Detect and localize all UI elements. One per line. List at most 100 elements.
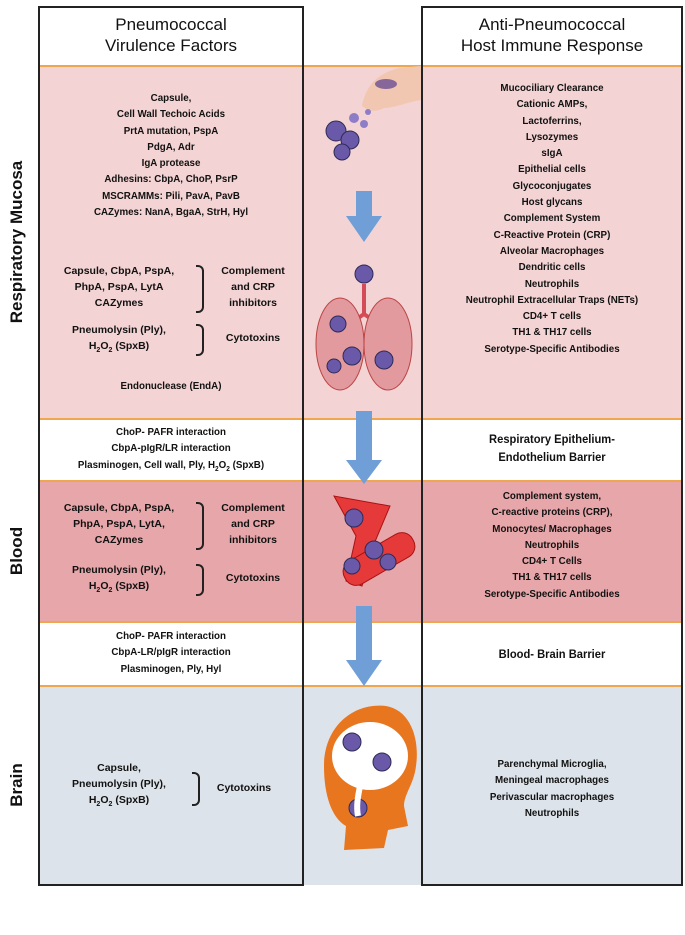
respiratory-virulence-list: Capsule, Cell Wall Techoic Acids PrtA mu… xyxy=(49,90,293,220)
blood-vessel-illustration xyxy=(333,495,416,587)
list-item: Plasminogen, Cell wall, Ply, H2O2 (SpxB) xyxy=(77,458,265,473)
list-item: H2O2 (SpxB) xyxy=(88,580,150,595)
group-label: and CRP xyxy=(231,281,275,293)
group-label: Cytotoxins xyxy=(225,572,281,584)
list-item: Glycoconjugates xyxy=(512,179,592,192)
list-item: Parenchymal Microglia, xyxy=(497,758,607,770)
group-label: Complement xyxy=(221,265,285,277)
left-header-line: Pneumococcal xyxy=(115,15,227,34)
list-item: Pneumolysin (Ply), xyxy=(72,324,166,336)
list-item: ChoP- PAFR interaction xyxy=(116,426,226,438)
list-item: H2O2 (SpxB) xyxy=(88,340,150,355)
group-label: Cytotoxins xyxy=(225,332,281,344)
brace xyxy=(192,772,200,806)
list-item: Lactoferrins, xyxy=(522,114,582,127)
list-item: Alveolar Macrophages xyxy=(499,244,605,257)
list-item: ChoP- PAFR interaction xyxy=(116,630,226,642)
list-item: CD4+ T cells xyxy=(522,310,582,323)
down-arrow-icon xyxy=(346,411,382,484)
list-item: Lysozymes xyxy=(525,130,579,143)
lungs-illustration xyxy=(315,264,413,391)
host-response-column xyxy=(421,6,683,886)
right-header-line: Anti-Pneumococcal xyxy=(478,15,626,34)
nose-inhalation-illustration xyxy=(325,66,421,161)
list-item: PrtA mutation, PspA xyxy=(123,124,219,137)
brace xyxy=(196,564,204,596)
list-item: Neutrophils xyxy=(524,538,580,551)
illustration-column xyxy=(315,66,421,850)
list-item: Meningeal macrophages xyxy=(495,774,609,787)
list-item: PdgA, Adr xyxy=(147,140,195,153)
barrier2-label: Blood- Brain Barrier xyxy=(432,645,672,663)
divider-line xyxy=(38,685,683,687)
list-item: Serotype-Specific Antibodies xyxy=(484,587,620,600)
brace xyxy=(196,265,204,313)
list-item: CD4+ T Cells xyxy=(522,555,582,568)
barrier2-virulence-list: ChoP- PAFR interaction CbpA-LR/pIgR inte… xyxy=(49,628,293,677)
list-item: Pneumolysin (Ply), xyxy=(72,564,166,576)
barrier1-virulence-list: ChoP- PAFR interaction CbpA-pIgR/LR inte… xyxy=(49,424,293,478)
list-item: Cationic AMPs, xyxy=(516,98,588,111)
list-item: C-Reactive Protein (CRP) xyxy=(493,228,611,241)
group-label: inhibitors xyxy=(229,534,277,546)
down-arrow-icon xyxy=(346,191,382,242)
left-header-line: Virulence Factors xyxy=(105,36,237,55)
list-item: Host glycans xyxy=(521,196,583,209)
list-item: Capsule, xyxy=(97,762,141,774)
list-item: Plasminogen, Ply, Hyl xyxy=(120,662,222,675)
barrier-label: Blood- Brain Barrier xyxy=(498,647,606,661)
barrier1-label: Respiratory Epithelium- Endothelium Barr… xyxy=(432,430,672,466)
left-header: Pneumococcal Virulence Factors xyxy=(40,14,302,56)
list-item: Cell Wall Techoic Acids xyxy=(116,108,226,121)
list-item: Neutrophils xyxy=(524,277,580,290)
list-item: H2O2 (SpxB) xyxy=(88,794,150,809)
list-item: Perivascular macrophages xyxy=(489,790,615,803)
group-label: inhibitors xyxy=(229,297,277,309)
list-item: MSCRAMMs: Pili, PavA, PavB xyxy=(102,189,240,202)
divider-line xyxy=(38,480,683,482)
group-label: Cytotoxins xyxy=(216,782,272,794)
right-header: Anti-Pneumococcal Host Immune Response xyxy=(423,14,681,56)
list-item: PhpA, PspA, LytA xyxy=(74,281,164,293)
respiratory-host-response-list: Mucociliary Clearance Cationic AMPs, Lac… xyxy=(432,80,672,357)
list-item: Endonuclease (EndA) xyxy=(120,380,222,392)
group-label: Complement xyxy=(221,502,285,514)
list-item: Epithelial cells xyxy=(518,163,586,176)
list-item: Mucociliary Clearance xyxy=(500,82,604,94)
list-item: Complement system, xyxy=(502,490,602,502)
list-item: Pneumolysin (Ply), xyxy=(72,778,166,790)
list-item: CAZymes: NanA, BgaA, StrH, Hyl xyxy=(93,206,249,219)
barrier-label: Respiratory Epithelium- xyxy=(489,432,615,446)
list-item: CAZymes xyxy=(94,297,144,309)
list-item: Monocytes/ Macrophages xyxy=(492,522,612,535)
cytotoxins-group: Pneumolysin (Ply), H2O2 (SpxB) Cytotoxin… xyxy=(44,322,302,358)
list-item: Capsule, xyxy=(150,92,192,104)
complement-inhibitors-group: Capsule, CbpA, PspA, PhpA, PspA, LytA CA… xyxy=(44,263,302,315)
brain-cytotoxins-group: Capsule, Pneumolysin (Ply), H2O2 (SpxB) … xyxy=(44,760,302,812)
list-item: Dendritic cells xyxy=(518,261,586,274)
list-item: Adhesins: CbpA, ChoP, PsrP xyxy=(104,173,238,186)
list-item: IgA protease xyxy=(141,157,201,170)
list-item: Complement System xyxy=(503,212,601,225)
list-item: C-reactive proteins (CRP), xyxy=(491,506,613,519)
barrier-label: Endothelium Barrier xyxy=(498,450,606,464)
brain-host-response-list: Parenchymal Microglia, Meningeal macroph… xyxy=(432,756,672,821)
blood-host-response-list: Complement system, C-reactive proteins (… xyxy=(432,488,672,602)
list-item: TH1 & TH17 cells xyxy=(512,571,592,584)
right-header-line: Host Immune Response xyxy=(460,36,644,55)
brace xyxy=(196,324,204,356)
virulence-factors-column xyxy=(38,6,304,886)
row-label-respiratory: Respiratory Mucosa xyxy=(7,160,26,324)
down-arrow-icon xyxy=(346,606,382,686)
list-item: CAZymes xyxy=(94,534,144,546)
list-item: PhpA, PspA, LytA, xyxy=(73,518,165,530)
list-item: Neutrophil Extracellular Traps (NETs) xyxy=(465,293,639,306)
list-item: TH1 & TH17 cells xyxy=(512,326,592,339)
list-item: CbpA-pIgR/LR interaction xyxy=(111,442,231,455)
brace xyxy=(196,502,204,550)
group-label: and CRP xyxy=(231,518,275,530)
head-brain-illustration xyxy=(324,705,417,850)
list-item: sIgA xyxy=(541,147,563,160)
divider-line xyxy=(38,65,683,67)
list-item: CbpA-LR/pIgR interaction xyxy=(111,646,231,659)
